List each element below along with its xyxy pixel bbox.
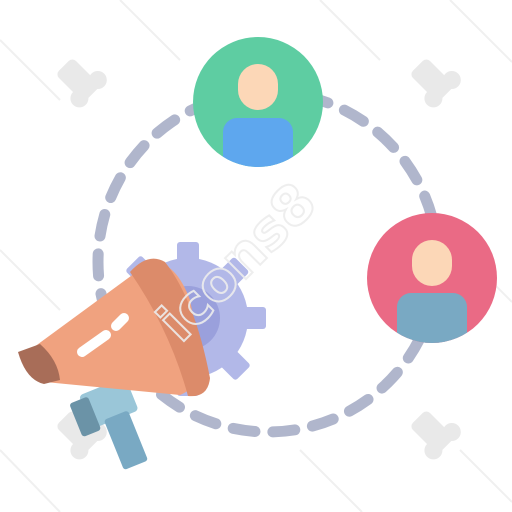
shirt-icon bbox=[223, 118, 293, 167]
face-icon bbox=[412, 240, 452, 286]
watermark-logo-marks bbox=[57, 59, 461, 460]
megaphone-bell-rim bbox=[130, 258, 210, 397]
megaphone-icon bbox=[18, 258, 210, 470]
megaphone-highlight bbox=[77, 330, 111, 357]
watermark-logo-top-right bbox=[411, 59, 461, 108]
megaphone-handle bbox=[70, 378, 148, 470]
watermark-logo-top-left bbox=[57, 59, 107, 108]
shirt-icon bbox=[397, 293, 467, 343]
watermark-logo-bottom-left bbox=[57, 411, 107, 460]
watermark-logo-bottom-right bbox=[411, 411, 461, 460]
user-avatar-red bbox=[367, 213, 497, 343]
face-icon bbox=[238, 64, 278, 110]
megaphone-back-cap bbox=[18, 344, 60, 384]
megaphone-highlight-dot bbox=[111, 313, 129, 331]
user-avatar-green bbox=[193, 37, 323, 167]
